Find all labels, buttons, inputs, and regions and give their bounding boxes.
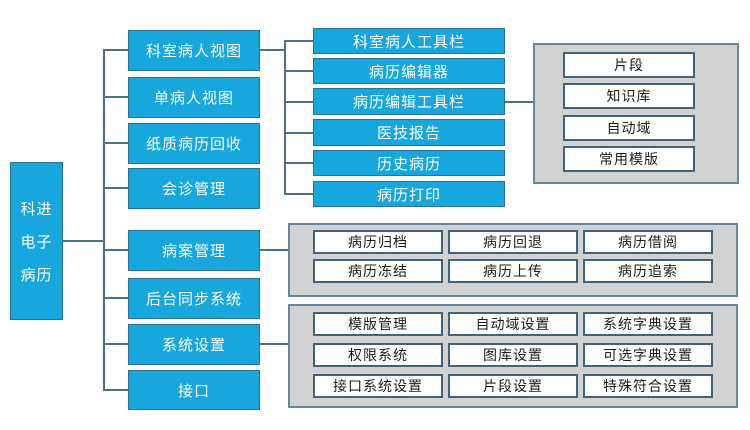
node-record-edit-toolbar: 病历编辑工具栏 [313,88,505,115]
connector-line [286,162,313,164]
connector-line [103,297,128,299]
node-record-mgmt: 病案管理 [128,230,260,271]
node-consultation-mgmt: 会诊管理 [128,168,260,209]
connector-line [286,193,313,195]
connector-line-settings-panel [260,343,288,345]
node-record-print: 病历打印 [313,181,505,207]
connector-line [103,96,128,98]
connector-line-record-panel [260,249,288,251]
node-record-trace: 病历追索 [583,259,713,283]
node-history-record: 历史病历 [313,150,505,176]
connector-line [103,187,128,189]
node-record-rollback: 病历回退 [448,230,578,254]
node-record-borrow: 病历借阅 [583,230,713,254]
connector-line [103,389,128,391]
node-paper-record-recycle: 纸质病历回收 [128,123,260,164]
connector-line [103,343,128,345]
node-knowledge-base: 知识库 [563,83,695,109]
connector-line [260,49,284,51]
node-fragment: 片段 [563,52,695,78]
node-autofield-settings: 自动域设置 [448,312,578,336]
node-record-freeze: 病历冻结 [313,259,443,283]
node-template-mgmt: 模版管理 [313,312,443,336]
node-record-upload: 病历上传 [448,259,578,283]
connector-line [286,40,313,42]
node-permission-system: 权限系统 [313,343,443,367]
node-interface: 接口 [128,370,260,410]
node-gallery-settings: 图库设置 [448,343,578,367]
node-auto-field: 自动域 [563,115,695,141]
connector-line-trunk1 [103,49,105,391]
node-root-line1: 科进 [20,199,53,218]
connector-line-root [63,240,105,242]
node-record-editor: 病历编辑器 [313,58,505,84]
node-dept-patient-toolbar: 科室病人工具栏 [313,28,505,54]
node-record-archive: 病历归档 [313,230,443,254]
node-root-line3: 病历 [20,265,53,284]
node-single-patient-view: 单病人视图 [128,77,260,118]
connector-line-toolbar-panel [505,101,533,103]
node-root: 科进 电子 病历 [10,162,63,320]
node-common-template: 常用模版 [563,146,695,172]
node-backend-sync: 后台同步系统 [128,278,260,319]
node-medtech-report: 医技报告 [313,119,505,146]
node-optdict-settings: 可选字典设置 [583,343,713,367]
node-dept-patient-view: 科室病人视图 [128,30,260,71]
node-interface-sys-settings: 接口系统设置 [313,374,443,398]
node-special-symbol-settings: 特殊符合设置 [583,374,713,398]
connector-line [103,249,128,251]
node-fragment-settings: 片段设置 [448,374,578,398]
connector-line [286,132,313,134]
node-system-settings: 系统设置 [128,324,260,365]
connector-line [103,49,128,51]
node-sysdict-settings: 系统字典设置 [583,312,713,336]
connector-line-trunk2 [284,40,286,195]
connector-line [286,101,313,103]
node-root-line2: 电子 [20,232,53,251]
connector-line [103,142,128,144]
connector-line [286,70,313,72]
